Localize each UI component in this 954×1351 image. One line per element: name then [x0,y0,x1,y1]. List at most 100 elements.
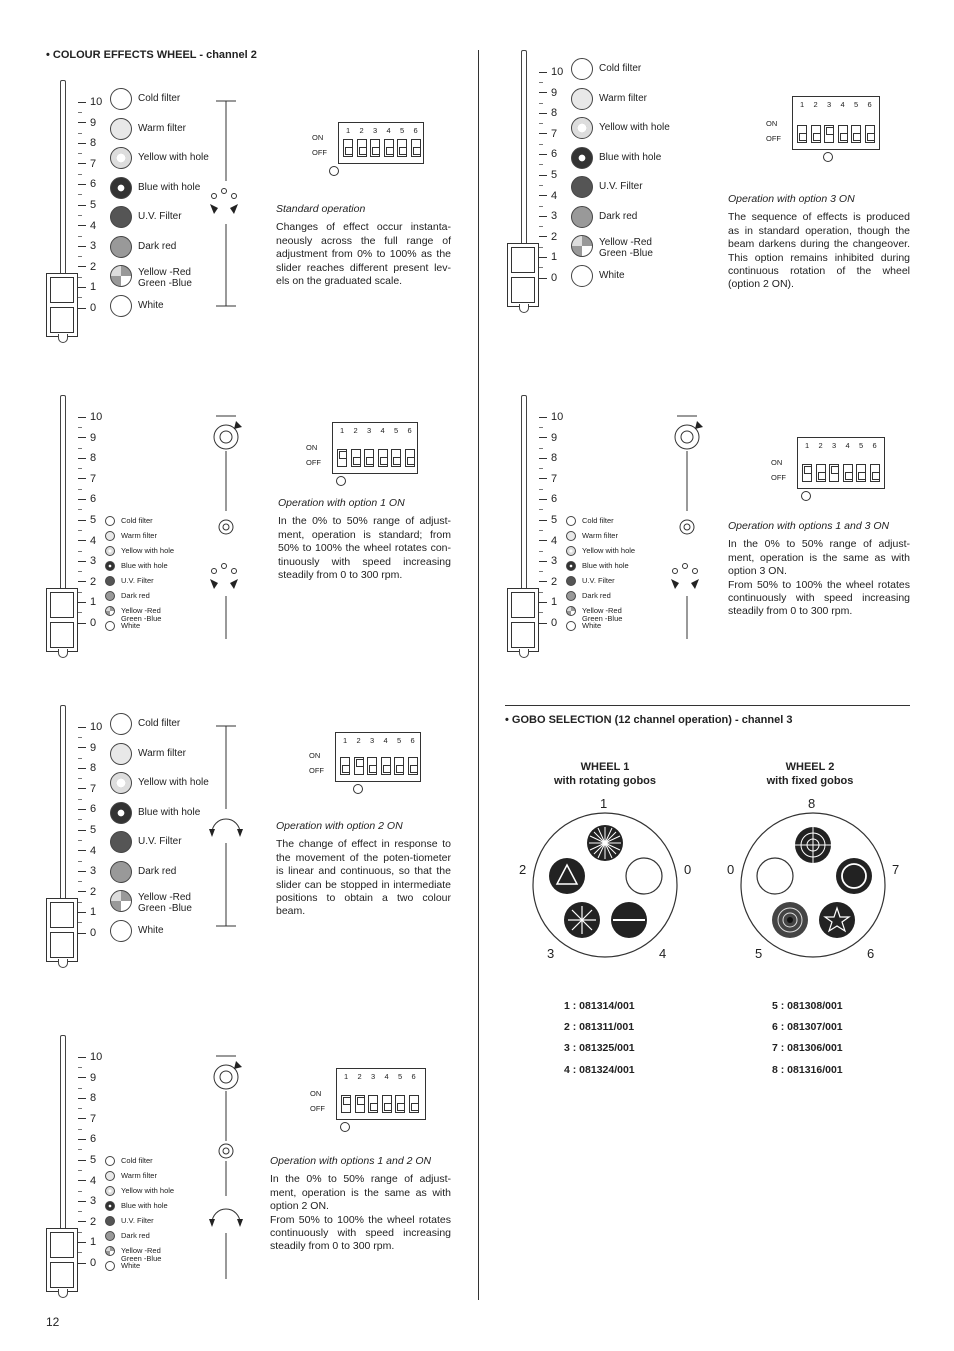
dip-switch-5 [395,1095,405,1113]
tick-label: 5 [551,169,558,181]
dip-number: 3 [827,100,832,109]
tick-mark [78,142,86,144]
tick-label: 9 [90,741,97,754]
tick-mark [539,112,547,114]
scale-tick: 3 [78,555,96,567]
colour-swatch-icon [105,591,115,601]
wheel1-pos-right: 0 [684,862,692,877]
dip-switch-1 [797,125,807,143]
dip-switch-6 [408,1095,419,1113]
effect-label: Cold filter [582,516,614,525]
tick-mark [539,622,547,624]
effect-label: U.V. Filter [121,1216,154,1225]
dip-number: 5 [400,126,405,135]
dip-number: 2 [818,441,823,450]
gobo-star-icon [819,902,855,938]
minor-tick [78,447,82,449]
dip-switch-6 [404,449,415,467]
tick-label: 1 [90,906,97,919]
tick-mark [78,519,86,521]
dip-number: 6 [410,736,415,745]
wheel2-pos-br: 6 [867,946,875,961]
minor-tick [78,509,82,511]
scale-tick: 6 [78,493,96,505]
wheel2-pos-right: 7 [892,862,900,877]
scale-tick: 1 [78,281,96,293]
dip-number: 2 [353,426,358,435]
tick-label: 6 [90,1133,97,1146]
gobo-mesh-icon [795,827,831,863]
tick-mark [539,560,547,562]
gobo-section-heading: • GOBO SELECTION (12 channel operation) … [505,714,793,726]
scale-tick: 1 [78,906,96,918]
tick-label: 8 [90,1092,97,1105]
minor-tick [78,530,82,531]
tick-mark [78,891,86,893]
scale-tick: 7 [539,473,557,485]
option-indicator-icon [336,476,346,486]
minor-tick [78,819,82,821]
effect-label: U.V. Filter [138,836,182,847]
tick-mark [78,1056,86,1058]
colour-swatch-icon [566,546,576,556]
operation-body: In the 0% to 50% range of adjust-ment, o… [270,1173,451,1253]
colour-swatch-icon [566,606,576,616]
scale-tick: 6 [539,148,557,160]
dip-number: 2 [359,126,364,135]
colour-swatch-icon [571,58,593,80]
tick-label: 8 [551,452,558,465]
tick-mark [539,416,547,418]
dip-switch-6 [407,757,418,775]
effect-label: Cold filter [138,718,181,729]
tick-label: 0 [551,617,558,629]
colour-swatch-icon [110,235,132,258]
dip-switch-4 [377,449,388,467]
wheel2-title: WHEEL 2 [785,761,835,773]
scale-tick: 4 [78,845,96,857]
gobo-bar-icon [611,902,647,938]
scale-tick: 0 [78,927,96,939]
on-label: ON [310,1089,322,1098]
tick-label: 0 [90,617,97,629]
effect-label: Yellow with hole [138,152,209,163]
gobo-code: 7 : 081306/001 [772,1042,843,1054]
tick-mark [78,1138,86,1140]
effect-label: U.V. Filter [138,211,182,222]
tick-label: 4 [90,1174,97,1187]
colour-swatch-icon [571,176,593,198]
tick-label: 9 [90,116,97,129]
operation-body: In the 0% to 50% range of adjust-ment, o… [728,538,910,618]
minor-tick [78,194,82,196]
effect-label: Blue with hole [121,561,168,570]
slider-foot [58,959,68,968]
colour-swatch-icon [105,1186,115,1196]
tick-mark [539,601,547,603]
tick-mark [78,911,86,913]
scale-tick: 8 [78,1092,96,1104]
scale-tick: 6 [539,493,557,505]
dip-number: 1 [805,441,810,450]
scale-tick: 2 [539,231,557,243]
tick-mark [78,286,86,288]
scale-tick: 9 [78,432,96,444]
scale-tick: 2 [78,576,96,588]
tick-label: 6 [551,148,558,161]
tick-mark [78,788,86,790]
scale-tick: 9 [539,432,557,444]
scale-tick: 10 [78,1051,102,1063]
tick-label: 7 [90,782,97,795]
tick-mark [539,153,547,155]
dip-number: 5 [398,1072,403,1081]
minor-tick [539,164,543,166]
gobo-triangle-icon [549,858,585,894]
tick-mark [539,174,547,176]
tick-label: 0 [90,1257,97,1269]
effect-label: Blue with hole [582,561,629,570]
colour-swatch-icon [105,1261,115,1271]
option-indicator-icon [340,1122,350,1132]
